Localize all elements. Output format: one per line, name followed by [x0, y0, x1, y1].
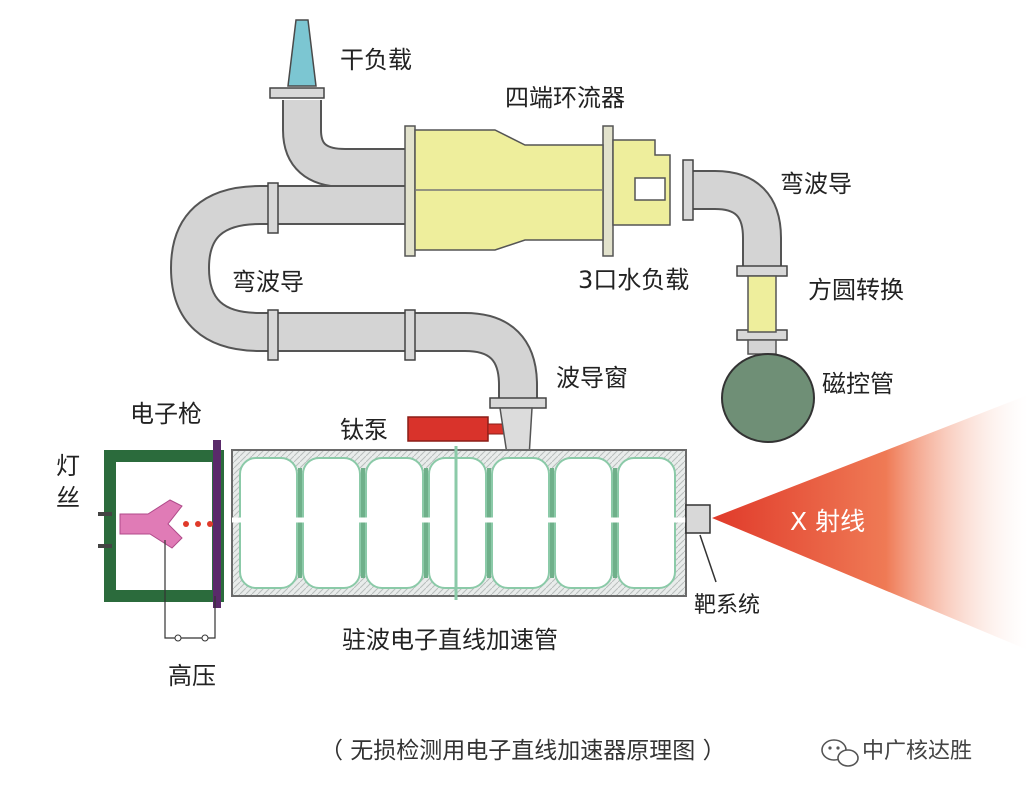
electron-gun-label: 电子枪 [130, 400, 202, 428]
bend-top-right-label: 弯波导 [780, 170, 852, 198]
cavity-wall [424, 468, 428, 578]
magnetron-label: 磁控管 [822, 370, 894, 398]
watermark-text: 中广核达胜 [862, 739, 972, 764]
cavity-wall [487, 468, 491, 578]
dry-load-label: 干负载 [340, 46, 412, 74]
cavity-cell [365, 457, 424, 589]
cavity-cell [302, 457, 361, 589]
electron-gun [98, 440, 224, 642]
cavity-wall [550, 468, 554, 578]
wechat-icon [821, 739, 859, 767]
square-round-transition [747, 275, 777, 333]
bend-left-label: 弯波导 [232, 268, 304, 296]
cathode [119, 499, 183, 549]
cavity-cell [491, 457, 550, 589]
titanium-pump-label: 钛泵 [340, 416, 388, 444]
circulator [404, 125, 671, 257]
waveguide-flanges [267, 87, 788, 409]
titanium-pump [407, 416, 509, 442]
xray-beam [712, 395, 1028, 650]
waveguide-network [170, 100, 782, 405]
cavity-wall [361, 468, 365, 578]
filament-label-2: 丝 [56, 484, 80, 512]
filament-label-1: 灯 [56, 452, 80, 480]
accelerating-cavities [239, 457, 676, 589]
water-load-label: 3口水负载 [578, 266, 689, 294]
target-system-label: 靶系统 [694, 593, 760, 618]
cavity-wall [613, 468, 617, 578]
circulator-label: 四端环流器 [505, 84, 625, 112]
square-round-label: 方圆转换 [808, 276, 904, 304]
accelerator-tube [231, 446, 687, 600]
target-system [685, 504, 711, 534]
cavity-cell [617, 457, 676, 589]
caption: （ 无损检测用电子直线加速器原理图 ） [320, 738, 726, 764]
magnetron [721, 353, 815, 443]
cavity-cell [554, 457, 613, 589]
xray-label: X 射线 [790, 507, 865, 536]
high-voltage-label: 高压 [168, 662, 216, 690]
dry-load-cone [287, 19, 317, 87]
cavity-cell [239, 457, 298, 589]
cavity-wall [298, 468, 302, 578]
waveguide-window-label: 波导窗 [556, 364, 628, 392]
accelerator-tube-label: 驻波电子直线加速管 [342, 626, 558, 654]
